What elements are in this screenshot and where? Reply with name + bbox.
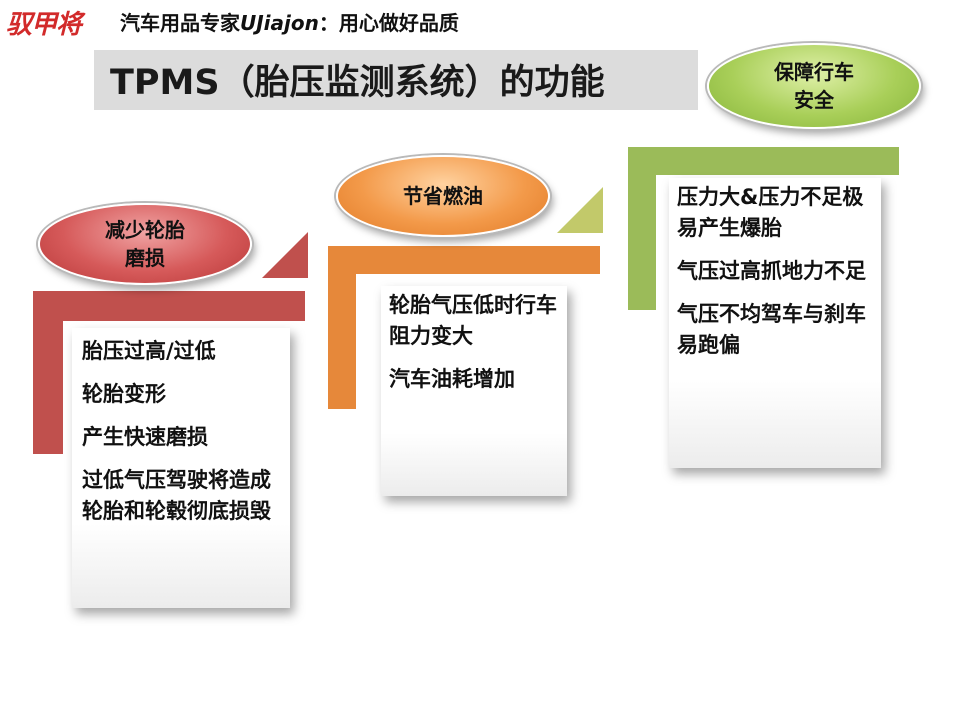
badge-line: 安全	[794, 88, 834, 112]
brand-logo: 驭甲将	[6, 10, 82, 40]
badge-reduce-tire-wear: 减少轮胎 磨损	[38, 203, 252, 285]
list-item: 轮胎气压低时行车阻力变大	[389, 293, 557, 348]
list-item: 汽车油耗增加	[389, 367, 515, 391]
list-item: 胎压过高/过低	[82, 339, 216, 363]
title-bar	[94, 50, 698, 110]
bent-arrow-orange-vertical	[328, 246, 356, 409]
badge-line: 节省燃油	[403, 184, 483, 208]
badge-line: 保障行车	[774, 60, 854, 84]
list-item: 产生快速磨损	[82, 425, 208, 449]
text-card-safety: 压力大&压力不足极易产生爆胎 气压过高抓地力不足 气压不均驾车与刹车易跑偏	[669, 178, 881, 468]
slogan-prefix: 汽车用品专家	[120, 11, 240, 35]
arrow-tip-red	[262, 232, 308, 278]
slogan-suffix: ：用心做好品质	[318, 11, 459, 35]
bent-arrow-green-vertical	[628, 147, 656, 310]
list-item: 气压不均驾车与刹车易跑偏	[677, 302, 866, 357]
text-card-tire-wear: 胎压过高/过低 轮胎变形 产生快速磨损 过低气压驾驶将造成轮胎和轮毂彻底损毁	[72, 328, 290, 608]
badge-driving-safety: 保障行车 安全	[707, 43, 921, 129]
slogan: 汽车用品专家UJiajon：用心做好品质	[120, 7, 459, 36]
slogan-brand: UJiajon	[240, 11, 319, 35]
arrow-tip-green-small	[557, 187, 603, 233]
badge-line: 磨损	[125, 246, 165, 270]
list-item: 轮胎变形	[82, 382, 166, 406]
text-card-fuel: 轮胎气压低时行车阻力变大 汽车油耗增加	[381, 286, 567, 496]
bent-arrow-red-horizontal	[33, 291, 305, 321]
badge-save-fuel: 节省燃油	[336, 155, 550, 237]
bent-arrow-green-horizontal	[628, 147, 899, 175]
list-item: 过低气压驾驶将造成轮胎和轮毂彻底损毁	[82, 468, 271, 523]
list-item: 压力大&压力不足极易产生爆胎	[677, 185, 864, 240]
badge-line: 减少轮胎	[105, 218, 185, 242]
list-item: 气压过高抓地力不足	[677, 259, 866, 283]
bent-arrow-red-vertical	[33, 291, 63, 454]
page-title: TPMS（胎压监测系统）的功能	[110, 63, 605, 103]
bent-arrow-orange-horizontal	[328, 246, 600, 274]
